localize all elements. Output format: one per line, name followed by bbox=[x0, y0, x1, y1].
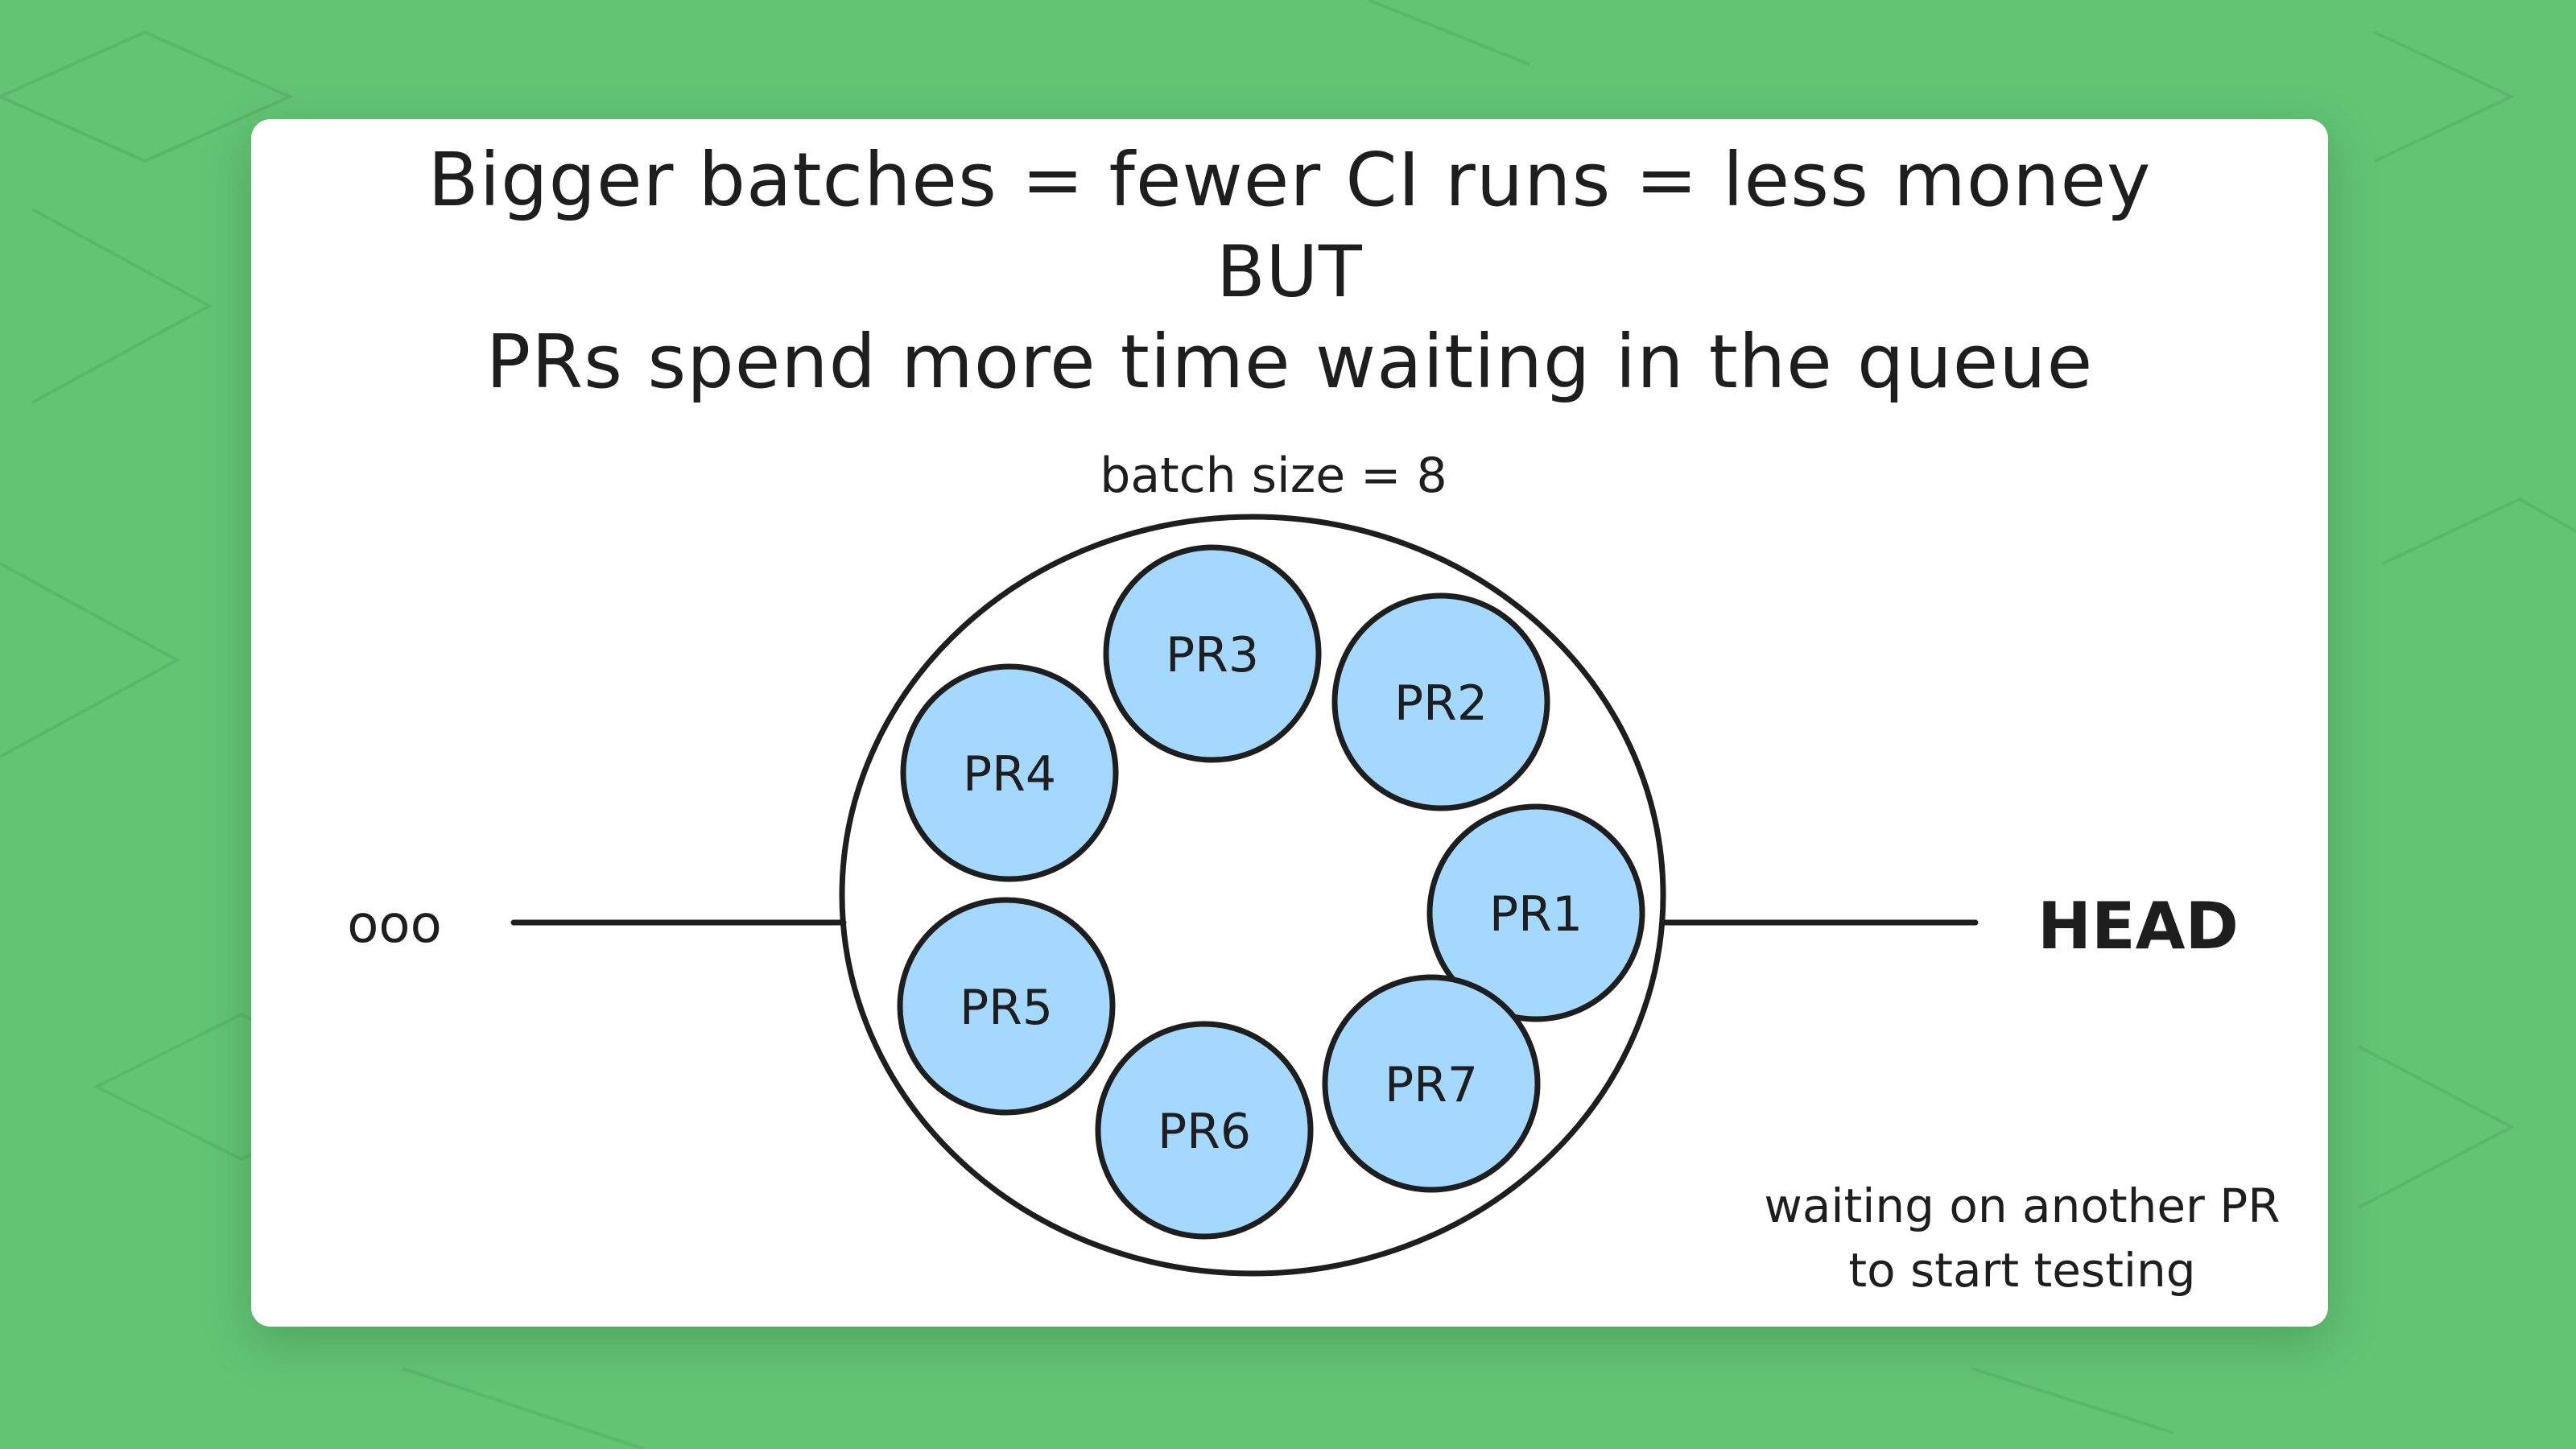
pr-node-circle bbox=[1095, 1021, 1314, 1240]
pr-node-label: PR7 bbox=[1385, 1057, 1478, 1113]
batch-size-label: batch size = 8 bbox=[1100, 448, 1447, 504]
pr-node-1: PR1 bbox=[1426, 803, 1645, 1022]
pr-node-circle bbox=[900, 663, 1119, 882]
pr-node-2: PR2 bbox=[1331, 592, 1550, 811]
pr-node-label: PR4 bbox=[963, 746, 1056, 803]
waiting-note: waiting on another PR to start testing bbox=[1587, 1174, 2328, 1302]
queue-tail-label: ooo bbox=[347, 895, 441, 955]
title-line-3: PRs spend more time waiting in the queue bbox=[485, 319, 2094, 405]
pr-node-label: PR6 bbox=[1158, 1104, 1251, 1160]
title-line-2: BUT bbox=[1216, 230, 1363, 313]
pr-node-circle bbox=[1103, 544, 1322, 763]
queue-head-label: HEAD bbox=[2037, 889, 2239, 964]
slide-card: Bigger batches = fewer CI runs = less mo… bbox=[251, 119, 2328, 1327]
pr-node-label: PR1 bbox=[1489, 886, 1583, 943]
pr-node-label: PR5 bbox=[960, 980, 1053, 1036]
pr-node-5: PR5 bbox=[897, 897, 1116, 1116]
pr-node-label: PR3 bbox=[1166, 627, 1259, 683]
note-line-2: to start testing bbox=[1848, 1243, 2196, 1298]
pr-node-circle bbox=[1331, 592, 1550, 811]
pr-node-6: PR6 bbox=[1095, 1021, 1314, 1240]
pr-node-label: PR2 bbox=[1394, 675, 1488, 732]
pr-node-circle bbox=[1322, 974, 1541, 1193]
pr-node-circle bbox=[897, 897, 1116, 1116]
pr-node-circle bbox=[1426, 803, 1645, 1022]
pr-node-3: PR3 bbox=[1103, 544, 1322, 763]
note-line-1: waiting on another PR bbox=[1764, 1179, 2281, 1233]
title-line-1: Bigger batches = fewer CI runs = less mo… bbox=[427, 137, 2152, 223]
pr-node-4: PR4 bbox=[900, 663, 1119, 882]
pr-node-7: PR7 bbox=[1322, 974, 1541, 1193]
batch-circle bbox=[839, 514, 1666, 1277]
